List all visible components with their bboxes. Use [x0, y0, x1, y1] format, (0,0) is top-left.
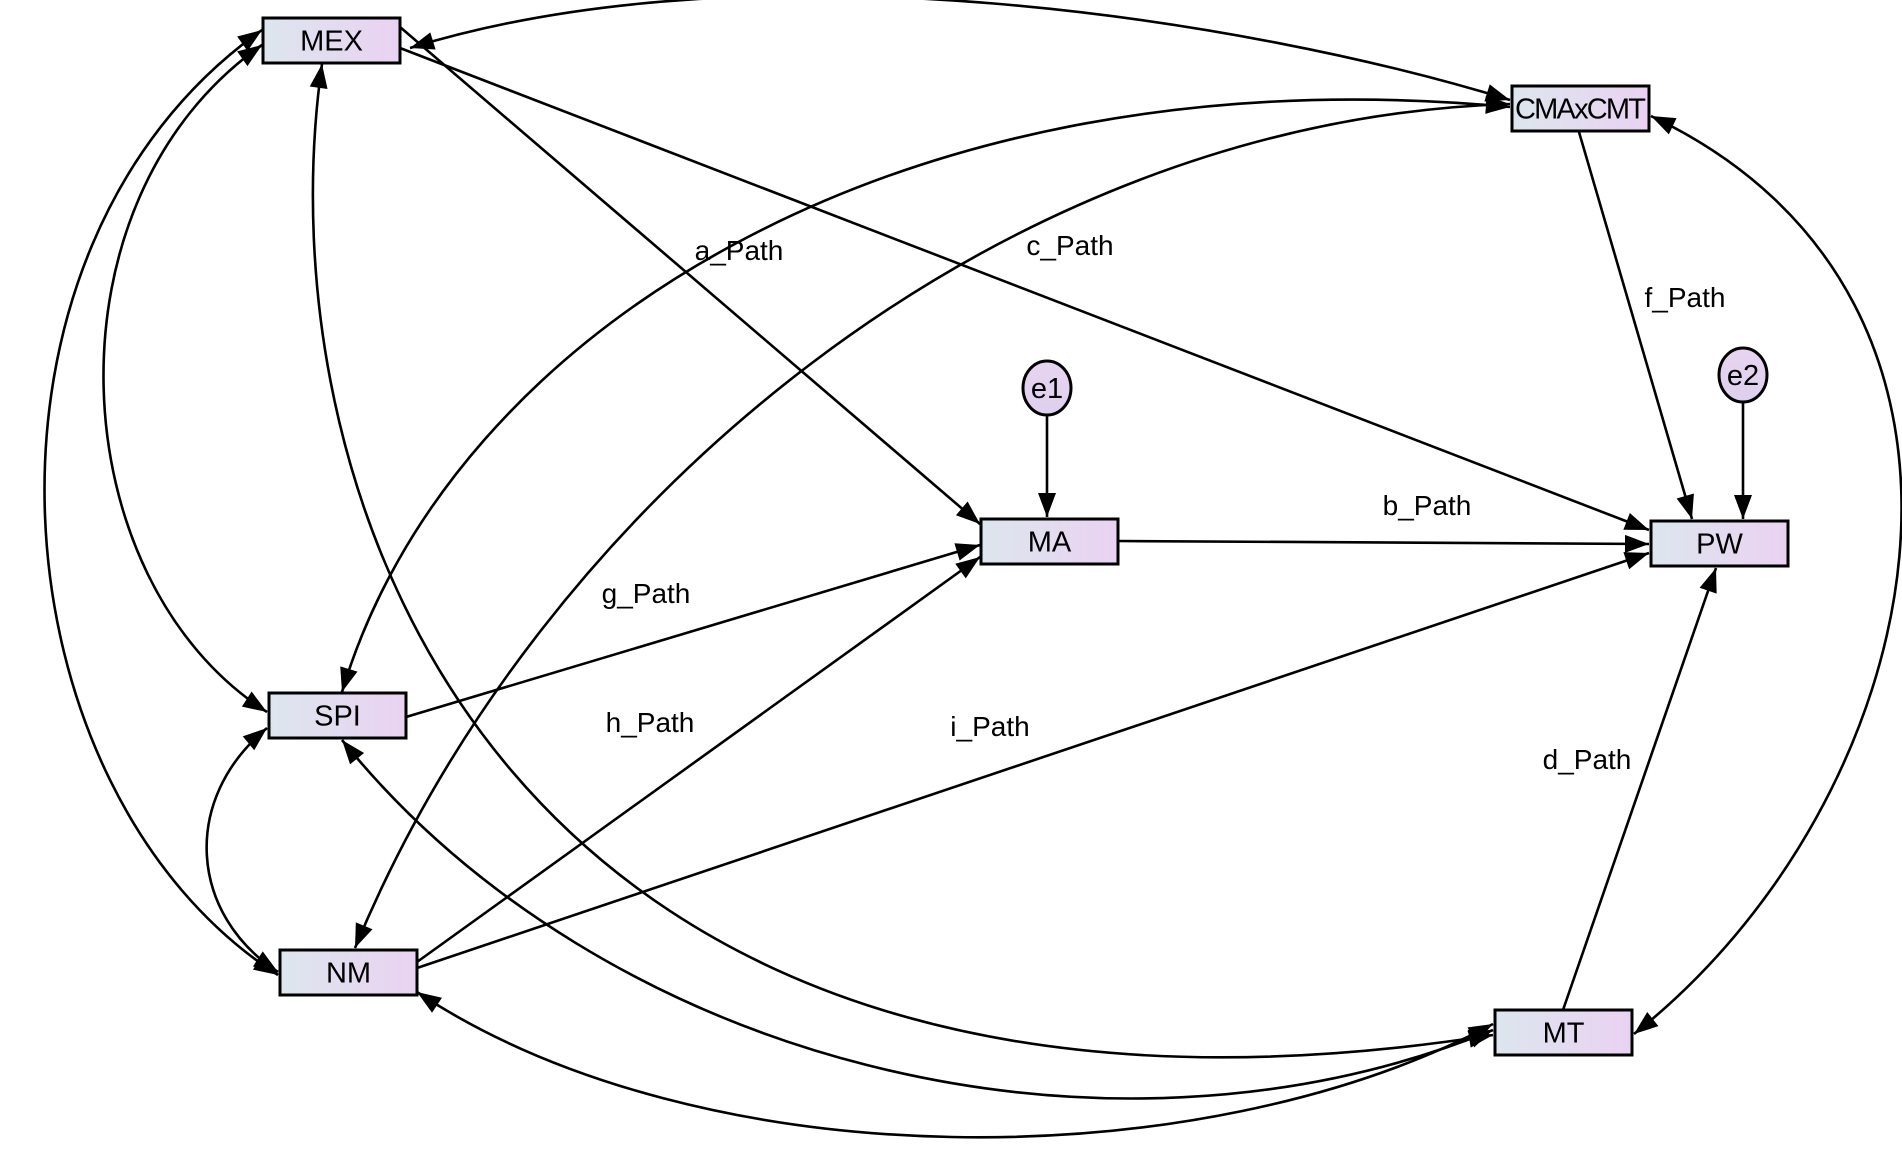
node-nm[interactable]: NM [278, 948, 419, 997]
node-pw[interactable]: PW [1649, 519, 1790, 568]
path-mex-pw-arrowhead-end [1623, 512, 1649, 530]
covariance-mex-spi-arrowhead-end [241, 691, 267, 712]
path-nm-pw-arrowhead-end [1623, 552, 1649, 570]
covariance-mex-cmaxcmt-arrowhead-end [1484, 84, 1510, 102]
path-cmaxcmt-pw-arrowhead-end [1676, 493, 1694, 519]
node-nm-label: NM [326, 958, 371, 990]
node-cmaxcmt[interactable]: CMAxCMT [1510, 84, 1651, 133]
covariance-spi-mt-arrowhead-start [342, 740, 365, 765]
node-pw-label: PW [1696, 529, 1743, 561]
path-e2-pw-arrowhead-end [1734, 495, 1752, 519]
node-cmaxcmt-box [1510, 84, 1651, 133]
covariance-mex-cmaxcmt-line [409, 0, 1511, 102]
node-mex-label: MEX [300, 26, 363, 58]
node-mt-label: MT [1543, 1018, 1585, 1050]
path-mt-pw-arrowhead-end [1699, 568, 1717, 594]
node-spi-box [267, 691, 408, 740]
covariance-cmaxcmt-mt-arrowhead-end [1634, 1012, 1659, 1034]
node-e1-label: e1 [1031, 373, 1063, 405]
path-mex-ma-arrowhead-end [955, 501, 980, 524]
covariance-cmaxcmt-mt-arrowhead-start [1651, 116, 1677, 135]
covariance-spi-nm-arrowhead-end [252, 951, 278, 972]
node-nm-box [278, 948, 419, 997]
path-ma-pw-line [1117, 539, 1650, 546]
path-cmaxcmt-pw-line [1577, 131, 1694, 520]
path-label-b: b_Path [1383, 490, 1472, 521]
path-nm-ma-line [416, 555, 981, 964]
node-ma-label: MA [1028, 527, 1072, 559]
node-e2[interactable]: e2 [1717, 346, 1769, 404]
covariance-mex-nm-line [43, 28, 279, 977]
covariance-mex-cmaxcmt-arrowhead-start [410, 32, 436, 50]
covariance-cmaxcmt-mt-line [1633, 114, 1902, 1036]
covariance-mex-spi-arrowhead-start [237, 45, 262, 67]
node-spi[interactable]: SPI [267, 691, 408, 740]
covariance-spi-nm-line [205, 726, 279, 974]
path-ma-pw-arrowhead-end [1624, 534, 1649, 553]
covariance-cmaxcmt-spi-arrowhead-end [340, 666, 358, 692]
covariance-mex-nm-arrowhead-start [237, 30, 262, 52]
covariance-nm-mt-arrowhead-start [417, 992, 442, 1013]
node-mex[interactable]: MEX [261, 16, 402, 65]
path-label-a: a_Path [695, 235, 784, 266]
covariance-cmaxcmt-spi-line [340, 98, 1511, 693]
path-spi-ma-arrowhead-end [954, 543, 980, 561]
path-label-d: d_Path [1543, 744, 1632, 775]
path-mex-ma-line [399, 26, 981, 525]
covariance-nm-mt-line [416, 990, 1494, 1139]
node-spi-label: SPI [314, 701, 361, 733]
path-nm-ma-arrowhead-end [955, 557, 980, 579]
covariance-cmaxcmt-nm-line [353, 102, 1511, 949]
covariance-mex-mt-line [311, 63, 1494, 1059]
path-nm-pw-line [416, 551, 1650, 970]
node-mt[interactable]: MT [1493, 1008, 1634, 1057]
path-spi-ma-line [405, 543, 981, 719]
path-mt-pw-line [1561, 567, 1718, 1011]
node-e2-circle [1717, 346, 1769, 404]
covariance-spi-nm-arrowhead-start [242, 728, 267, 751]
path-e1-ma-arrowhead-end [1038, 493, 1056, 517]
covariance-cmaxcmt-nm-arrowhead-start [1485, 95, 1510, 114]
nodes-layer: MEX CMAxCMT MA PW SPI NM MT e1 e2 [261, 16, 1790, 1057]
node-e1[interactable]: e1 [1021, 359, 1073, 417]
edges-layer [43, 0, 1902, 1139]
node-mt-box [1493, 1008, 1634, 1057]
labels-layer: a_Path b_Path c_Path d_Path f_Path g_Path h_Pa… [602, 230, 1726, 775]
node-e1-circle [1021, 359, 1073, 417]
path-label-h: h_Path [606, 707, 695, 738]
path-mex-pw-line [399, 46, 1650, 532]
path-label-c: c_Path [1026, 230, 1113, 261]
path-label-f: f_Path [1645, 282, 1726, 313]
node-pw-box [1649, 519, 1790, 568]
covariance-nm-mt-arrowhead-end [1467, 1024, 1493, 1044]
covariance-mex-spi-line [102, 43, 268, 714]
path-label-g: g_Path [602, 578, 691, 609]
covariance-cmaxcmt-nm-arrowhead-end [355, 922, 373, 948]
covariance-mex-mt-arrowhead-start [309, 64, 328, 90]
node-ma-box [979, 517, 1120, 566]
node-e2-label: e2 [1727, 360, 1759, 392]
node-cmaxcmt-label: CMAxCMT [1515, 94, 1646, 126]
covariance-spi-mt-line [340, 739, 1494, 1100]
path-label-i: i_Path [950, 711, 1029, 742]
node-mex-box [261, 16, 402, 65]
node-ma[interactable]: MA [979, 517, 1120, 566]
